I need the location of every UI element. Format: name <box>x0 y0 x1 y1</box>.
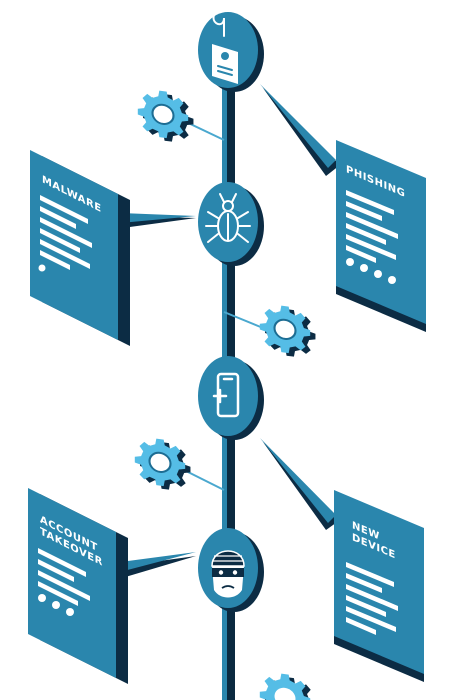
card-account-takeover: ACCOUNT TAKEOVER <box>28 488 196 684</box>
node-phishing <box>198 11 264 92</box>
gear-icon <box>259 302 316 360</box>
card-account-takeover-lines <box>38 548 90 616</box>
gear-icon <box>259 670 316 700</box>
bug-icon <box>205 193 251 243</box>
gear-icon <box>134 435 191 493</box>
node-new-device <box>198 356 264 440</box>
card-new-device: NEW DEVICE <box>260 438 424 682</box>
phishing-hook-icon <box>212 11 238 84</box>
gear-icon <box>137 87 194 145</box>
card-new-device-lines <box>346 562 398 635</box>
card-phishing: PHISHING <box>260 84 426 332</box>
card-phishing-lines <box>346 190 398 284</box>
smartphone-icon <box>212 372 240 418</box>
card-malware-lines <box>38 195 92 272</box>
node-account-takeover <box>198 528 264 612</box>
node-malware <box>198 182 264 266</box>
thief-icon <box>211 550 245 598</box>
card-malware: MALWARE <box>30 150 196 346</box>
